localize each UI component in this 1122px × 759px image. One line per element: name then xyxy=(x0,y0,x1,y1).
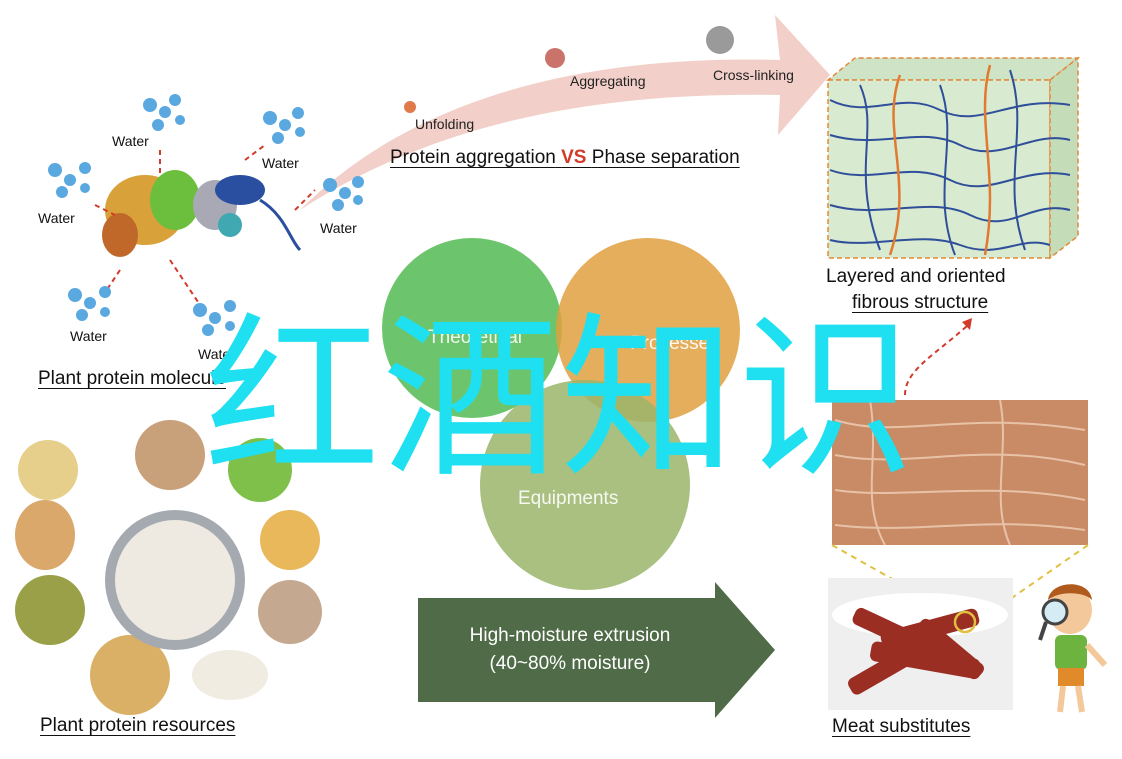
overlay-title: 红酒知识 xyxy=(203,297,916,502)
structure-caption-line2: fibrous structure xyxy=(852,292,989,313)
water-label-topright: Water xyxy=(262,155,299,171)
step-unfolding: Unfolding xyxy=(415,116,475,132)
plant-resources-images xyxy=(15,420,322,715)
extrusion-arrow xyxy=(418,582,775,718)
water-cluster-bottomleft xyxy=(68,286,111,321)
step-aggregating: Aggregating xyxy=(570,73,646,89)
resources-caption: Plant protein resources xyxy=(40,715,236,736)
process-caption-right: Phase separation xyxy=(591,147,740,168)
extrusion-line1: High-moisture extrusion xyxy=(469,625,671,646)
meat-substitutes-photo xyxy=(828,578,1013,710)
step-crosslinking: Cross-linking xyxy=(713,67,794,83)
fibrous-meat-photo xyxy=(832,399,1088,546)
water-label-bottom: Water xyxy=(198,346,235,362)
water-cluster-topright xyxy=(263,107,305,144)
water-label-left: Water xyxy=(38,210,75,226)
molecule-caption: Plant protein molecule xyxy=(38,368,226,389)
meat-caption: Meat substitutes xyxy=(832,716,971,737)
water-cluster-right xyxy=(323,176,364,211)
crosslinking-dot xyxy=(706,26,734,54)
extrusion-line2: (40~80% moisture) xyxy=(489,653,651,674)
venn-label-processes: Processes xyxy=(630,333,719,354)
water-label-top: Water xyxy=(112,133,149,149)
water-cluster-top xyxy=(143,94,185,131)
process-arrow xyxy=(300,15,830,210)
process-caption: Protein aggregation VS Phase separation xyxy=(390,147,740,169)
water-cluster-left xyxy=(48,162,91,198)
aggregating-dot xyxy=(545,48,565,68)
structure-caption-line1: Layered and oriented xyxy=(826,266,1006,287)
extrusion-arrow-text: High-moisture extrusion (40~80% moisture… xyxy=(420,622,720,678)
water-label-right: Water xyxy=(320,220,357,236)
protein-molecule xyxy=(102,170,302,257)
water-cluster-bottom xyxy=(193,300,236,336)
process-caption-left: Protein aggregation xyxy=(390,147,556,168)
dashed-red-arrow xyxy=(904,324,969,396)
venn-label-equipments: Equipments xyxy=(518,488,619,509)
venn-label-theoretical: Theoretical xyxy=(428,327,522,348)
venn-diagram xyxy=(382,238,740,590)
boy-illustration xyxy=(1038,584,1108,713)
water-label-bottomleft: Water xyxy=(70,328,107,344)
unfolding-dot xyxy=(404,101,416,113)
process-caption-vs: VS xyxy=(561,147,587,168)
fibrous-structure-cube xyxy=(825,56,1081,260)
